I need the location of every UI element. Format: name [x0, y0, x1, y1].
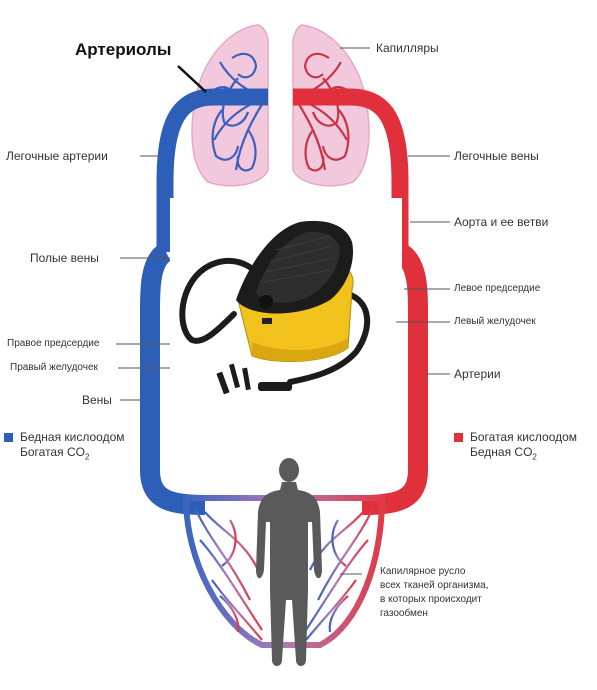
- label-capillary-bed-line1: Капилярное русло: [380, 566, 466, 577]
- legend-red-line1: Богатая кислоодом: [470, 430, 578, 444]
- label-veins: Вены: [82, 393, 112, 407]
- legend-oxygen-rich: Богатая кислоодом Бедная CO2: [454, 430, 594, 464]
- label-right-atrium: Правое предсердие: [7, 338, 100, 349]
- label-arterioles: Артериолы: [75, 40, 172, 59]
- human-silhouette: [256, 458, 322, 666]
- label-capillary-bed-line2: всех тканей организма,: [380, 580, 489, 591]
- label-capillaries: Капилляры: [376, 41, 439, 55]
- pulmonary-artery-vessel: [156, 88, 268, 252]
- label-capillary-bed-line4: газообмен: [380, 608, 428, 619]
- label-arteries: Артерии: [454, 367, 501, 381]
- legend-blue-subscript: 2: [84, 452, 90, 462]
- legend-red-line2: Бедная CO: [470, 445, 533, 459]
- legend-red-line2-wrap: Бедная CO2: [470, 445, 537, 464]
- vena-cava-vessel: [140, 243, 206, 515]
- label-vena-cava: Полые вены: [30, 251, 99, 265]
- label-pulmonary-veins: Легочные вены: [454, 149, 539, 163]
- label-right-ventricle: Правый желудочек: [10, 362, 98, 373]
- pulmonary-vein-vessel: [293, 88, 409, 252]
- body-capillary-bed: [182, 495, 386, 648]
- legend-blue-line2-wrap: Богатая CO2: [20, 445, 89, 464]
- label-pulmonary-arteries: Легочные артерии: [6, 149, 108, 163]
- label-capillary-bed-line3: в которых происходит: [380, 594, 482, 605]
- legend-blue-swatch: [4, 433, 13, 442]
- label-left-atrium: Левое предсердие: [454, 283, 541, 294]
- aorta-vessel: [361, 243, 428, 515]
- label-aorta: Аорта и ее ветви: [454, 215, 549, 229]
- legend-blue-line2: Богатая CO: [20, 445, 85, 459]
- foot-pump-illustration: [179, 220, 371, 395]
- legend-red-subscript: 2: [532, 452, 537, 462]
- legend-oxygen-poor: Бедная кислоодом Богатая CO2: [4, 430, 154, 464]
- label-left-ventricle: Левый желудочек: [454, 316, 536, 327]
- legend-blue-line1: Бедная кислоодом: [20, 430, 125, 444]
- legend-red-swatch: [454, 433, 463, 442]
- leader-lines: [116, 47, 450, 575]
